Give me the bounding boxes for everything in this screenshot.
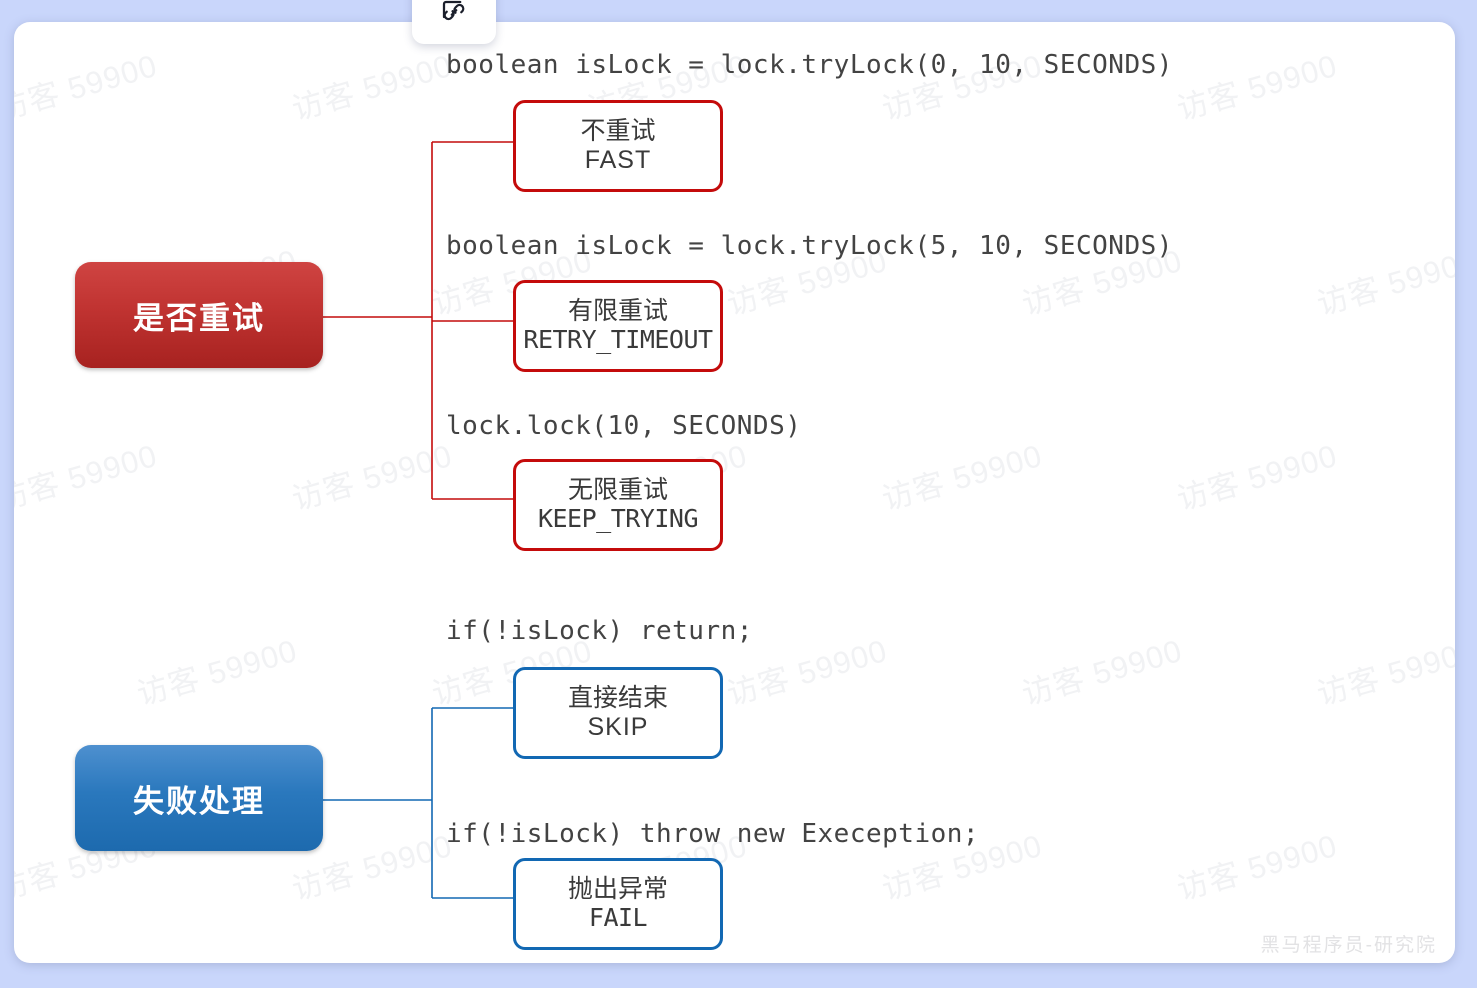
root-node-failure[interactable]: 失败处理	[75, 745, 323, 851]
copy-link-button[interactable]	[432, 0, 476, 34]
leaf-node-fail-cn: 抛出异常	[567, 875, 668, 904]
copy-link-icon	[439, 0, 469, 32]
code-label-skip: if(!isLock) return;	[446, 616, 753, 646]
root-node-retry[interactable]: 是否重试	[75, 262, 323, 368]
leaf-node-fail-en: FAIL	[588, 903, 648, 932]
code-label-keep-trying: lock.lock(10, SECONDS)	[446, 411, 802, 441]
code-label-retry-timeout: boolean isLock = lock.tryLock(5, 10, SEC…	[446, 231, 1173, 261]
leaf-node-keep-trying-en: KEEP_TRYING	[537, 504, 699, 533]
leaf-node-fast[interactable]: 不重试 FAST	[513, 100, 723, 192]
leaf-node-keep-trying-cn: 无限重试	[567, 476, 668, 505]
leaf-node-fail[interactable]: 抛出异常 FAIL	[513, 858, 723, 950]
connector-lines	[323, 141, 513, 899]
leaf-node-fast-cn: 不重试	[580, 117, 656, 146]
root-node-failure-label: 失败处理	[133, 783, 265, 819]
leaf-node-keep-trying[interactable]: 无限重试 KEEP_TRYING	[513, 459, 723, 551]
brand-watermark: 黑马程序员-研究院	[1260, 935, 1437, 956]
leaf-node-fast-en: FAST	[584, 146, 652, 174]
root-node-retry-label: 是否重试	[133, 300, 265, 336]
leaf-node-skip[interactable]: 直接结束 SKIP	[513, 667, 723, 759]
leaf-node-skip-en: SKIP	[587, 713, 649, 741]
leaf-node-skip-cn: 直接结束	[567, 684, 668, 713]
floating-toolbar	[412, 0, 496, 44]
leaf-node-retry-timeout-cn: 有限重试	[567, 297, 668, 326]
code-label-fast: boolean isLock = lock.tryLock(0, 10, SEC…	[446, 50, 1173, 80]
leaf-node-retry-timeout-en: RETRY_TIMEOUT	[523, 325, 713, 354]
mindmap-canvas[interactable]: 是否重试 失败处理 boolean isLock = lock.tryLock(…	[14, 22, 1455, 963]
leaf-node-retry-timeout[interactable]: 有限重试 RETRY_TIMEOUT	[513, 280, 723, 372]
code-label-fail: if(!isLock) throw new Exeception;	[446, 819, 980, 849]
